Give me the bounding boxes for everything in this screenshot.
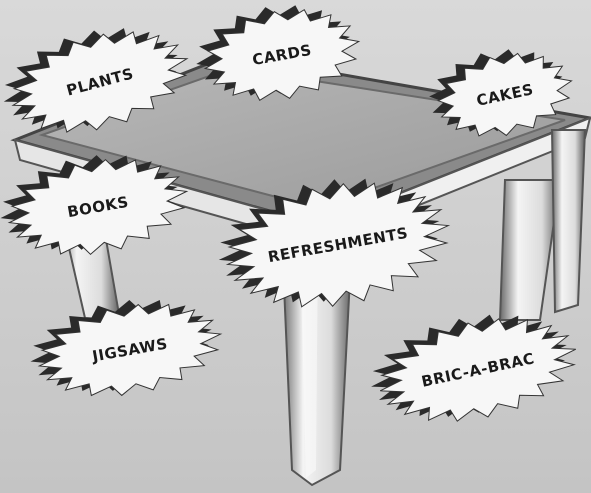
burst-star xyxy=(436,52,573,137)
burst-star xyxy=(225,182,451,308)
burst-star xyxy=(37,303,223,397)
table-leg-back-right xyxy=(498,179,562,321)
label-burst-refreshments: REFRESHMENTS xyxy=(218,178,451,308)
burst-star xyxy=(379,318,577,422)
label-burst-cakes: CAKES xyxy=(429,49,573,137)
table-leg-front-right xyxy=(550,129,587,314)
label-burst-cards: CARDS xyxy=(196,5,361,101)
label-burst-bric-a-brac: BRIC-A-BRAC xyxy=(371,314,577,422)
label-burst-jigsaws: JIGSAWS xyxy=(30,299,223,397)
label-burst-books: BOOKS xyxy=(0,155,189,255)
burst-star xyxy=(203,9,361,101)
burst-star xyxy=(7,159,189,255)
burst-star xyxy=(11,31,189,133)
label-burst-plants: PLANTS xyxy=(3,28,189,133)
